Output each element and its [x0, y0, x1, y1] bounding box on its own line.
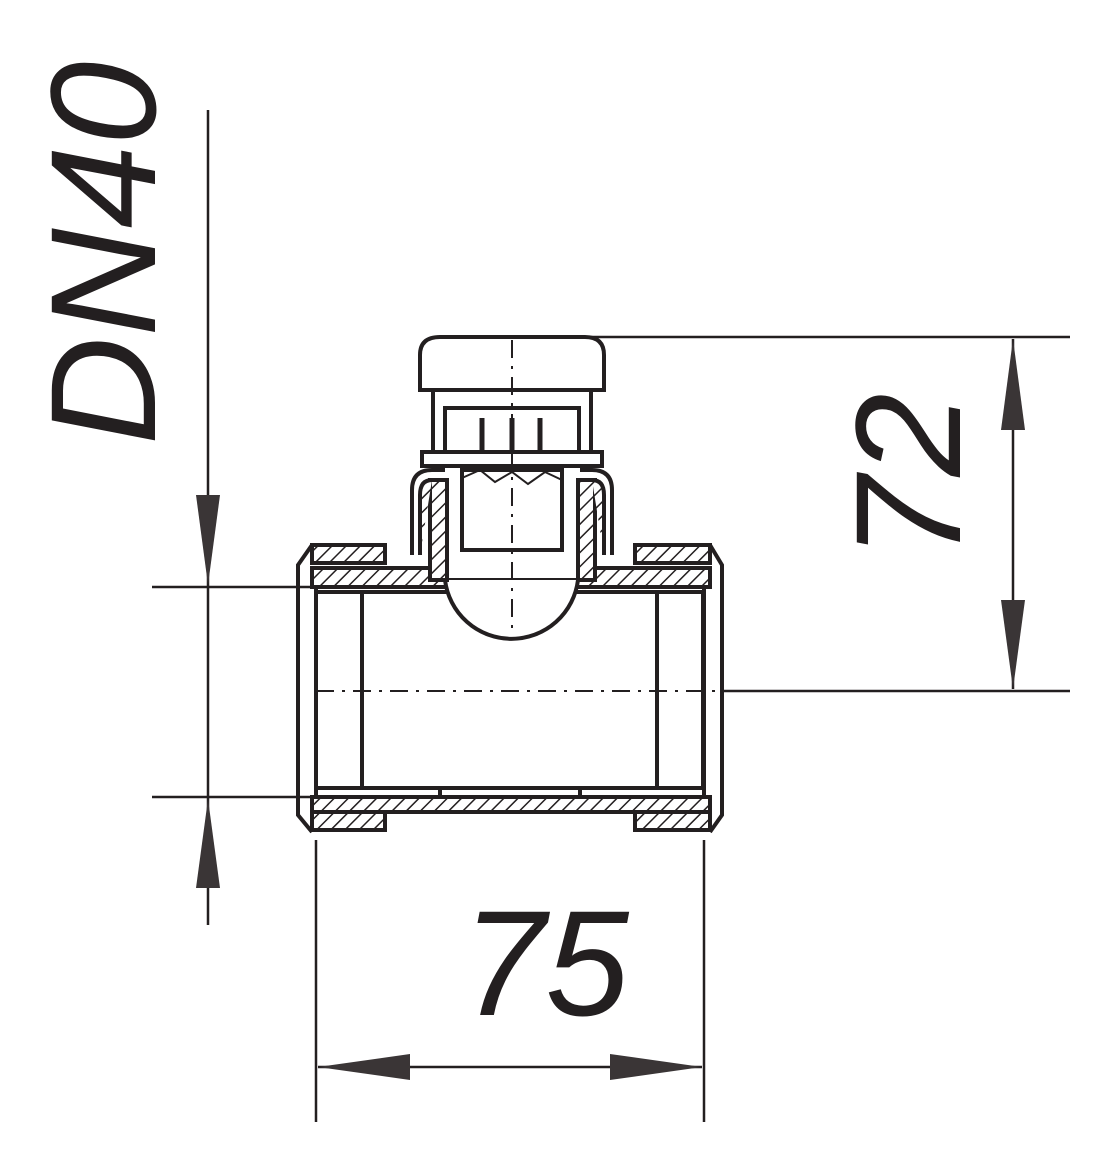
- arrow-down-icon: [1001, 600, 1025, 689]
- arrow-right-icon: [610, 1054, 702, 1080]
- length-dimension: [314, 840, 706, 1122]
- tee-body: [296, 543, 724, 834]
- arrow-up-icon: [196, 799, 220, 888]
- cap-assembly: [410, 335, 614, 641]
- arrow-left-icon: [318, 1054, 410, 1080]
- arrow-up-icon: [1001, 339, 1025, 430]
- height-dimension: [590, 335, 1070, 693]
- dn40-dimension: [152, 110, 320, 925]
- arrow-down-icon: [196, 495, 220, 585]
- length-label: 75: [462, 879, 629, 1047]
- dn40-label: DN40: [19, 62, 187, 446]
- height-label: 72: [824, 393, 992, 560]
